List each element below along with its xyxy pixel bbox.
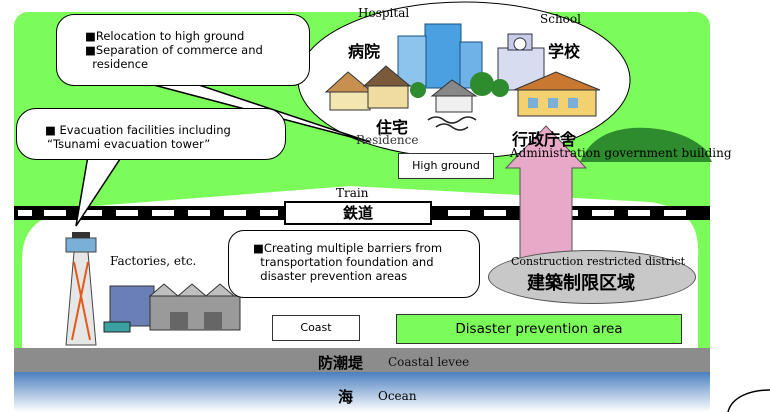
relocation-callout: ■Relocation to high ground ■Separation o… xyxy=(56,14,310,86)
factories-label: Factories, etc. xyxy=(110,254,197,268)
high-ground-label: High ground xyxy=(398,153,494,179)
ocean xyxy=(14,372,710,412)
callout-line: transportation foundation and xyxy=(253,255,434,269)
train-label-jp: 鉄道 xyxy=(284,201,432,225)
callout-line: ■Creating multiple barriers from xyxy=(253,241,443,255)
restricted-label-en: Construction restricted district xyxy=(511,255,686,268)
levee-label-en: Coastal levee xyxy=(388,355,470,369)
ocean-label-en: Ocean xyxy=(378,389,417,403)
factories-icon xyxy=(103,283,241,333)
school-label-jp: 学校 xyxy=(548,42,581,61)
hospital-building-icon xyxy=(397,23,483,89)
levee-label-jp: 防潮堤 xyxy=(318,354,364,372)
admin-label-en: Administration government building xyxy=(510,146,732,160)
tsunami-tower-icon xyxy=(65,232,97,346)
train-label-en: Train xyxy=(336,186,369,200)
coastal-levee xyxy=(14,348,710,372)
barriers-callout: ■Creating multiple barriers from transpo… xyxy=(228,230,480,298)
school-label-en: School xyxy=(540,12,581,26)
callout-line: ■Relocation to high ground xyxy=(85,29,245,43)
residence-houses-icon xyxy=(324,65,509,113)
admin-building-icon xyxy=(513,71,601,117)
residence-label-en: Residence xyxy=(356,133,419,147)
callout-line: ■ Evacuation facilities including xyxy=(45,123,231,137)
restricted-label-jp: 建築制限区域 xyxy=(527,273,635,294)
residence-label-jp: 住宅 xyxy=(376,118,409,137)
coast-label: Coast xyxy=(272,315,360,341)
callout-line: residence xyxy=(85,57,149,71)
admin-label-jp: 行政庁舎 xyxy=(512,130,577,149)
disaster-prevention-area: Disaster prevention area xyxy=(396,314,682,344)
callout-line: disaster prevention areas xyxy=(253,269,408,283)
relocation-arrow xyxy=(504,125,588,259)
edge-arc xyxy=(727,389,770,412)
evacuation-callout: ■ Evacuation facilities including “Tsuna… xyxy=(16,108,286,160)
hospital-label-en: Hospital xyxy=(358,6,410,20)
wave-icon xyxy=(427,116,477,131)
forest-hill xyxy=(580,127,712,162)
callout-line: “Tsunami evacuation tower” xyxy=(47,137,211,151)
ocean-label-jp: 海 xyxy=(338,388,354,406)
callout-line: ■Separation of commerce and xyxy=(85,43,263,57)
hospital-label-jp: 病院 xyxy=(348,42,381,61)
restricted-district: Construction restricted district 建築制限区域 xyxy=(488,250,696,304)
